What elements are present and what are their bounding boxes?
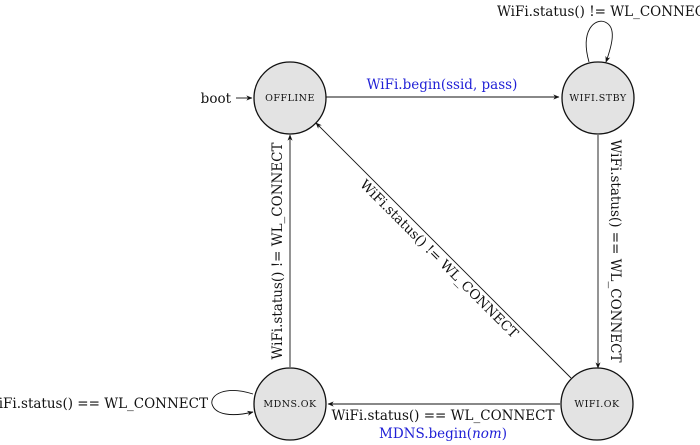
edge-stby-self-loop xyxy=(585,20,613,63)
mdns-begin-arg: nom xyxy=(472,426,502,442)
label-ok-to-mdns-condition: WiFi.status() == WL_CONNECT xyxy=(332,408,555,424)
state-offline: OFFLINE xyxy=(253,61,327,135)
label-mdns-to-offline: WiFi.status() != WL_CONNECT xyxy=(270,142,286,359)
label-offline-to-stby: WiFi.begin(ssid, pass) xyxy=(367,77,518,93)
state-wifi-ok: WIFI.OK xyxy=(560,367,634,441)
state-wifi-stby-label: WIFI.STBY xyxy=(569,93,627,104)
edge-ok-to-offline xyxy=(315,122,572,379)
label-stby-self: WiFi.status() != WL_CONNECT xyxy=(497,4,700,20)
entry-label: boot xyxy=(201,91,232,107)
label-stby-to-ok: WiFi.status() == WL_CONNECT xyxy=(607,140,623,363)
label-ok-to-mdns-action: MDNS.begin(nom) xyxy=(379,426,507,442)
state-mdns-ok-label: MDNS.OK xyxy=(263,399,317,410)
mdns-begin-call: MDNS.begin( xyxy=(379,426,472,442)
state-mdns-ok: MDNS.OK xyxy=(253,367,327,441)
mdns-begin-close: ) xyxy=(502,426,507,442)
label-ok-to-offline: WiFi.status() != WL_CONNECT xyxy=(356,177,521,342)
label-mdns-self: WiFi.status() == WL_CONNECT xyxy=(0,396,208,412)
state-wifi-ok-label: WIFI.OK xyxy=(574,399,620,410)
state-wifi-stby: WIFI.STBY xyxy=(561,61,635,135)
edge-mdns-self-loop xyxy=(211,390,254,416)
state-offline-label: OFFLINE xyxy=(265,93,315,104)
